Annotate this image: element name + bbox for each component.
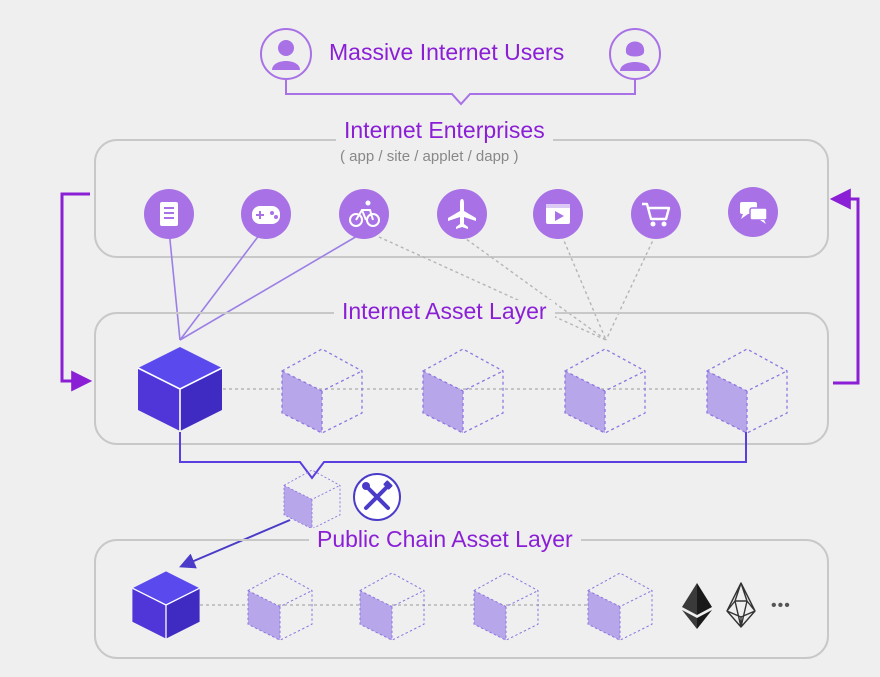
asset-bracket (179, 432, 747, 480)
video-icon (533, 189, 583, 239)
left-loop-arrow (60, 192, 93, 392)
tools-icon (353, 473, 401, 521)
internet-asset-solid-cube (137, 346, 223, 432)
user-female-icon (609, 28, 661, 80)
enterprise-solid-connectors (168, 229, 365, 341)
user-icon (260, 28, 312, 80)
enterprise-dotted-connectors (367, 231, 656, 341)
more-chains-symbol: ••• (771, 597, 791, 614)
public-chain-ghost-cube (359, 572, 425, 641)
bridge-arrow (179, 519, 291, 569)
users-group (260, 28, 661, 106)
users-label: Massive Internet Users (329, 39, 565, 65)
users-bracket (285, 80, 636, 106)
internet-asset-ghost-cube (564, 348, 646, 434)
ethereum-icon (682, 583, 712, 629)
chat-icon (728, 187, 778, 237)
gamepad-icon (241, 189, 291, 239)
public-chain-ghost-cube (473, 572, 539, 641)
public-chain-asset-layer-label: Public Chain Asset Layer (309, 528, 581, 551)
right-loop-arrow (829, 188, 860, 385)
eos-icon (726, 582, 756, 628)
enterprises-label: Internet Enterprises (336, 119, 553, 142)
internet-asset-ghost-cube (281, 348, 363, 434)
airplane-icon (437, 189, 487, 239)
enterprises-sublabel: ( app / site / applet / dapp ) (340, 148, 519, 165)
shopping-cart-icon (631, 189, 681, 239)
internet-asset-ghost-cube (422, 348, 504, 434)
public-chain-ghost-cube (587, 572, 653, 641)
internet-asset-ghost-cube (706, 348, 788, 434)
public-chain-ghost-cube (247, 572, 313, 641)
public-chain-asset-layer-panel (94, 539, 829, 659)
internet-asset-layer-label: Internet Asset Layer (334, 300, 555, 323)
bicycle-icon (339, 189, 389, 239)
public-chain-solid-cube (131, 570, 201, 640)
document-icon (144, 189, 194, 239)
enterprise-icons (144, 187, 778, 239)
